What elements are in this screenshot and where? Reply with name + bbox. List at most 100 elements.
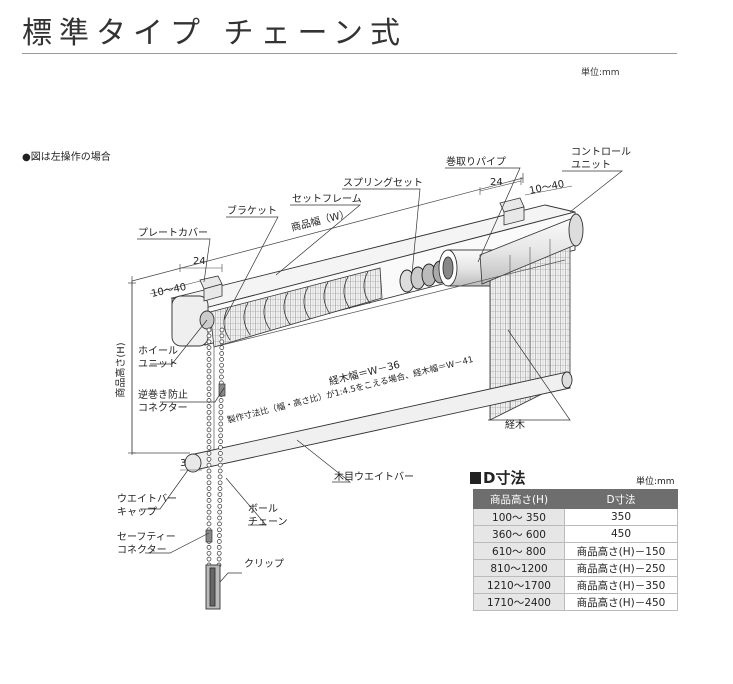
chain-ball <box>219 333 225 339</box>
chain-ball <box>206 374 212 380</box>
label-wheel-unit-2: ユニット <box>138 359 178 370</box>
chain-ball <box>218 421 224 427</box>
chain-ball <box>218 409 224 415</box>
roll-arc <box>263 297 271 330</box>
chain-ball <box>206 550 212 556</box>
chain-ball <box>206 404 212 409</box>
label-clip: クリップ <box>244 558 284 570</box>
label-weight-cap-2: キャップ <box>117 506 157 518</box>
cell-height: 100～ 350 <box>473 508 565 526</box>
chain-ball <box>206 486 212 491</box>
label-set-frame: セットフレーム <box>292 193 362 205</box>
control-unit <box>568 213 584 247</box>
cell-d: 商品高さ(H)－450 <box>564 593 678 611</box>
label-plate-cover: プレートカバー <box>138 227 208 239</box>
label-product-height: 商品高さ(H) <box>114 342 127 397</box>
chain-ball <box>217 480 223 486</box>
chain-ball <box>206 462 212 468</box>
chain-ball <box>206 456 212 462</box>
label-reverse-connector-2: コネクター <box>138 402 188 414</box>
chain-ball <box>206 556 212 562</box>
bracket-right <box>499 197 525 226</box>
chain-ball <box>218 451 223 456</box>
square-bullet-icon <box>470 472 481 484</box>
chain-ball <box>219 374 224 380</box>
chain-ball <box>218 439 223 444</box>
chain-ball <box>216 539 222 544</box>
diagram-note: ●図は左操作の場合 <box>22 152 111 163</box>
chain-ball <box>217 533 222 538</box>
chain-ball <box>217 503 223 509</box>
slat-panel <box>213 259 566 455</box>
chain-ball <box>206 421 212 427</box>
cell-d: 商品高さ(H)－150 <box>564 542 678 560</box>
cell-height: 1710～2400 <box>473 593 565 611</box>
label-ball-chain-1: ボール <box>248 503 278 515</box>
cell-d: 商品高さ(H)－350 <box>564 576 678 594</box>
roll-arc <box>363 271 371 304</box>
chain-ball <box>219 327 225 333</box>
chain-ball <box>217 474 223 480</box>
chain-ball <box>218 445 223 450</box>
chain-ball <box>206 415 212 421</box>
dtable-title: D寸法 <box>470 467 525 488</box>
chain-ball <box>219 362 224 368</box>
chain-ball <box>216 545 222 550</box>
label-ball-chain-2: チェーン <box>248 516 288 528</box>
chain-connector <box>205 529 213 543</box>
roll-arc <box>303 287 311 320</box>
label-bracket: ブラケット <box>227 204 277 217</box>
label-control-unit-1: コントロール <box>571 147 631 158</box>
chain-ball <box>217 521 222 527</box>
label-safety-connector-2: コネクター <box>117 544 167 556</box>
chain-ball <box>217 486 223 491</box>
label-weight-cap-1: ウエイトバー <box>117 493 177 505</box>
chain-ball <box>206 398 212 403</box>
dtable-unit: 単位:mm <box>636 477 675 487</box>
chain-ball <box>217 456 223 462</box>
chain-ball <box>206 357 212 362</box>
chain-ball <box>206 480 212 486</box>
chain-ball <box>206 474 212 480</box>
cell-d: 350 <box>564 508 678 526</box>
chain-ball <box>206 503 212 509</box>
chain-ball <box>206 386 212 392</box>
roll-arc <box>243 302 251 336</box>
chain-ball <box>217 527 222 533</box>
right-bracket-dims <box>479 177 573 196</box>
chain-ball <box>219 345 225 350</box>
chain-ball <box>219 368 224 374</box>
chain-ball <box>206 362 212 368</box>
dim-3: 3 <box>180 458 186 469</box>
label-safety-connector-1: セーフティー <box>117 531 176 543</box>
dtable-title-text: D寸法 <box>483 469 526 487</box>
chain-ball <box>218 404 224 409</box>
chain-ball <box>219 339 225 345</box>
bracket-left <box>199 275 223 302</box>
chain-ball <box>206 345 212 350</box>
chain-ball <box>217 498 223 503</box>
title-divider <box>22 53 677 54</box>
label-spring-set: スプリングセット <box>343 176 423 189</box>
cell-height: 1210～1700 <box>473 576 565 594</box>
chain-ball <box>216 550 222 556</box>
chain-ball <box>206 521 212 527</box>
header-d-dimension: D寸法 <box>564 489 678 509</box>
chain-ball <box>206 492 212 497</box>
chain-ball <box>206 327 212 333</box>
dim-10-40-right: 10～40 <box>528 179 565 197</box>
chain-ball <box>219 357 224 362</box>
page-title: 標準タイプ チェーン式 <box>22 16 408 51</box>
leader-lines <box>137 167 624 583</box>
chain-ball <box>216 556 222 562</box>
chain-ball <box>206 351 212 356</box>
chain-ball <box>218 415 224 421</box>
label-wheel-unit-1: ホイール <box>138 345 178 357</box>
label-slat: 経木 <box>505 418 525 431</box>
table-header-row: 商品高さ(H) D寸法 <box>473 489 678 509</box>
label-reverse-connector-1: 逆巻き防止 <box>138 388 188 401</box>
roll-arc <box>223 307 231 341</box>
cell-d: 商品高さ(H)－250 <box>564 559 678 577</box>
